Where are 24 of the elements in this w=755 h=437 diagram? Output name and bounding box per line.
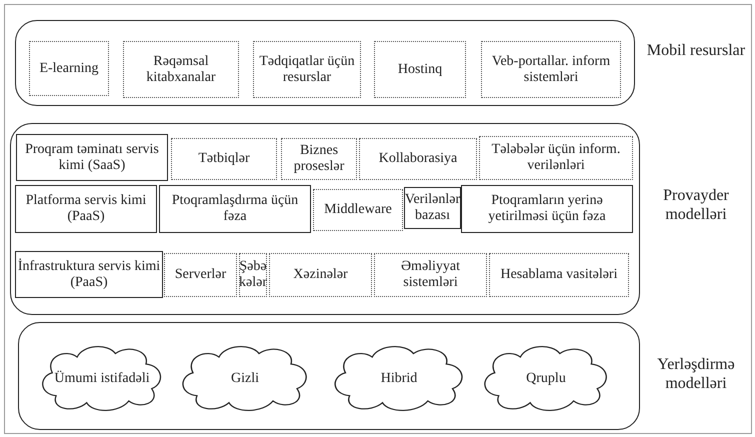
layer-heading: Mobil resurslar bbox=[646, 41, 746, 60]
service-model-box: İnfrastruktura servis kimi (PaaS) bbox=[15, 251, 163, 298]
component-box: Middleware bbox=[313, 189, 403, 231]
component-box: Veb-portallar. inform sistemləri bbox=[481, 41, 621, 98]
component-box: Tələbələr üçün inform. verilənləri bbox=[479, 136, 633, 180]
component-box: Biznes proseslər bbox=[281, 138, 357, 180]
component-box: Hesablama vasitələri bbox=[489, 253, 629, 297]
component-box: Xəzinələr bbox=[269, 253, 372, 297]
component-box: Tətbiqlər bbox=[171, 138, 277, 180]
service-model-box: Ptoqramlaşdırma üçün fəza bbox=[159, 185, 311, 233]
service-model-box: Verilənlər bazası bbox=[404, 187, 461, 229]
service-model-box: Proqram təminatı servis kimi (SaaS) bbox=[16, 134, 168, 181]
component-box: Əməliyyat sistemləri bbox=[374, 253, 487, 297]
layer-heading: Yerləşdirmə modelləri bbox=[656, 355, 736, 393]
component-box: E-learning bbox=[29, 41, 109, 96]
component-box: Serverlər bbox=[164, 253, 237, 297]
component-box: Kollaborasiya bbox=[359, 138, 477, 180]
service-model-box: Platforma servis kimi (PaaS) bbox=[15, 185, 157, 233]
component-box: Rəqəmsal kitabxanalar bbox=[123, 41, 239, 98]
layer-heading: Provayder modelləri bbox=[662, 186, 730, 224]
component-box: Tədqiqatlar üçün resurslar bbox=[253, 41, 361, 98]
service-model-box: Ptoqramların yerinə yetirilməsi üçün fəza bbox=[461, 185, 633, 233]
component-box: Hostinq bbox=[374, 41, 466, 98]
component-box: Şəbə kələr bbox=[239, 253, 267, 297]
